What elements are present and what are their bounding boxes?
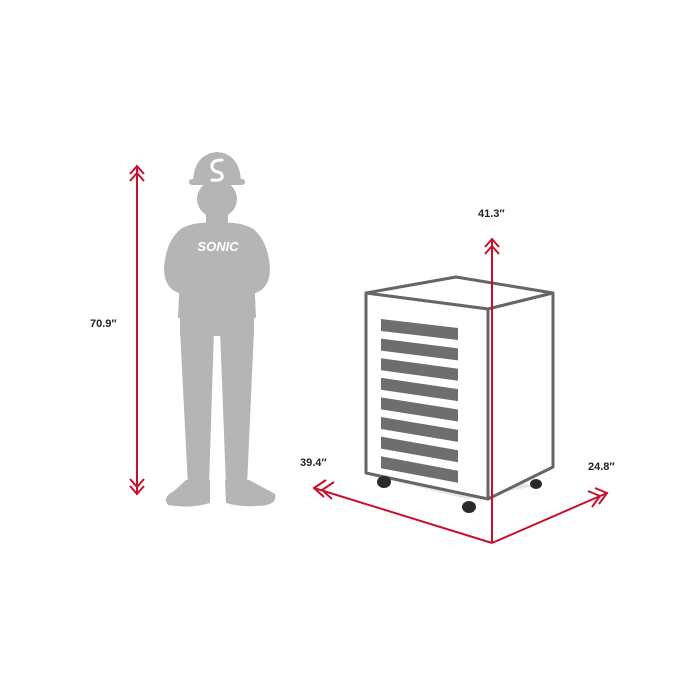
cabinet-width-dimension [312, 479, 493, 544]
caster-front-left-icon [377, 476, 391, 488]
cabinet-depth-label: 24.8″ [588, 461, 615, 473]
drawer-7 [381, 436, 458, 463]
cabinet-depth-arrow-icon [594, 487, 609, 505]
person-silhouette [164, 152, 276, 507]
cabinet-height-label: 41.3″ [478, 208, 505, 220]
cabinet-height-arrow-top-icon [484, 237, 500, 248]
cabinet-height-dimension [484, 237, 500, 543]
cabinet-depth-line [491, 492, 608, 544]
drawer-6 [381, 417, 458, 442]
drawer-1 [381, 319, 458, 340]
caster-back-right-icon [530, 479, 542, 489]
cabinet-side-face [486, 291, 555, 501]
helmet-logo-icon [210, 158, 224, 182]
cabinet [364, 275, 555, 513]
drawer-2 [381, 338, 458, 361]
drawer-8 [381, 456, 458, 483]
person-height-dimension [129, 164, 145, 496]
person-height-arrow-top-icon [129, 164, 145, 175]
person-height-label: 70.9″ [90, 318, 117, 330]
cabinet-depth-dimension [491, 487, 609, 544]
drawer-4 [381, 377, 458, 402]
drawer-3 [381, 358, 458, 381]
cabinet-width-label: 39.4″ [300, 457, 327, 469]
caster-front-right-icon [462, 501, 476, 513]
person-height-arrow-bottom-icon [129, 485, 145, 496]
shirt-logo: SONIC [197, 239, 239, 254]
cabinet-drawers [381, 319, 458, 483]
cabinet-width-arrow-icon [312, 479, 327, 498]
cabinet-width-line [313, 487, 493, 544]
drawer-5 [381, 397, 458, 422]
